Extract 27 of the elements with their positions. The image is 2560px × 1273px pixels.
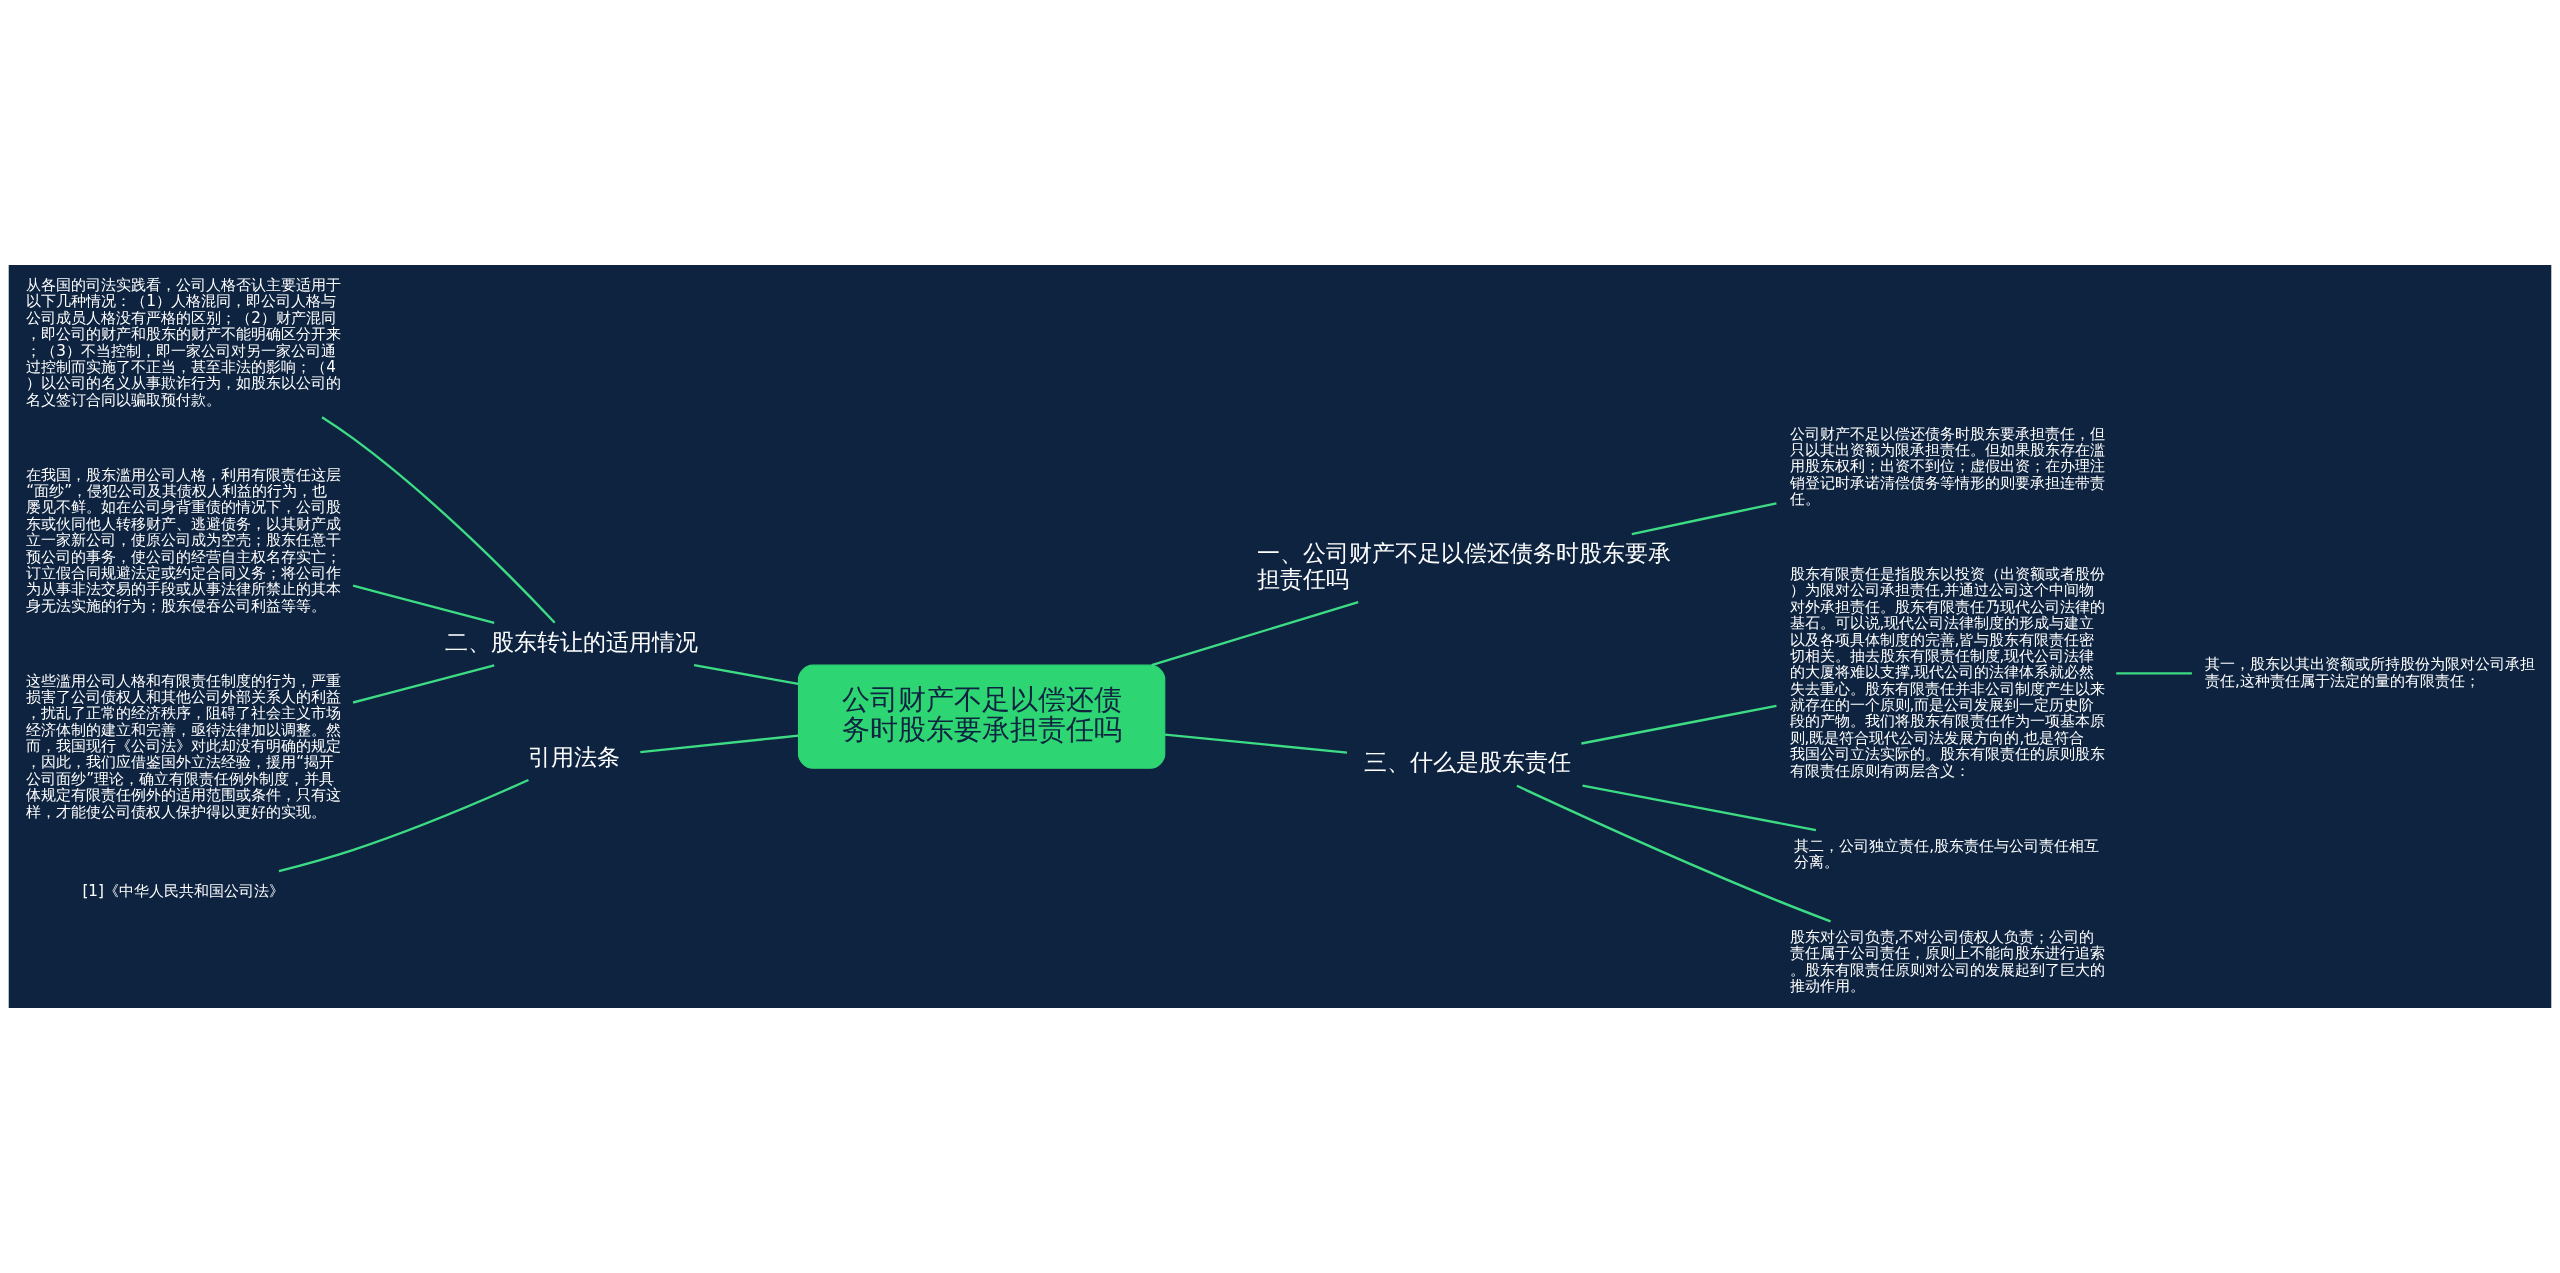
node-text: 三、什么是股东责任 (1363, 748, 1571, 777)
connector (1631, 502, 1777, 536)
connector (352, 664, 495, 704)
connector (1516, 784, 1831, 923)
connector (321, 416, 556, 624)
connector (352, 584, 495, 625)
connector (1164, 733, 1348, 754)
node-text: 在我国，股东滥用公司人格，利用有限责任这层“面纱”，侵犯公司及其债权人利益的行为，也屡见不鲜。如在公司身背重债的情况下，公司股东或伙同他人转移财产、逃避债务，以其财产成立一家新公司，使原公司成为空壳；股东任意干预公司的事务，使公司的经营自主权名存实亡；订立假合同规避法定或约定合同义务；将公司作为从事非法交易的手段或从事法律所禁止的其本身无法实施的行为；股东侵吞公司利益等等。 (26, 465, 342, 615)
node-text: 股东对公司负责,不对公司债权人负责；公司的责任属于公司责任，原则上不能向股东进行追索。股东有限责任原则对公司的发展起到了巨大的推动作用。 (1789, 927, 2105, 995)
node-text: 其二，公司独立责任,股东责任与公司责任相互分离。 (1794, 836, 2100, 871)
node-text: 引用法条 (527, 742, 620, 771)
node-text: 从各国的司法实践看，公司人格否认主要适用于以下几种情况：（1）人格混同，即公司人格与公司成员人格没有严格的区别；（2）财产混同，即公司的财产和股东的财产不能明确区分开来；（3）不当控制，即一家公司对另一家公司通过控制而实施了不正当，甚至非法的影响；（4）以公司的名义从事欺诈行为，如股东以公司的名义签订合同以骗取预付款。 (26, 276, 342, 409)
connector (693, 664, 799, 686)
connector (1582, 784, 1817, 832)
connector (1151, 600, 1359, 667)
node-text: 这些滥用公司人格和有限责任制度的行为，严重损害了公司债权人和其他公司外部关系人的利益，扰乱了正常的经济秩序，阻碍了社会主义市场经济体制的建立和完善，亟待法律加以调整。然而，我国现行《公司法》对此却没有明确的规定，因此，我们应借鉴国外立法经验，援用“揭开公司面纱”理论，确立有限责任例外制度，并具体规定有限责任例外的适用范围或条件，只有这样，才能使公司债权人保护得以更好的实现。 (26, 671, 342, 821)
node-text: 股东有限责任是指股东以投资（出资额或者股份）为限对公司承担责任,并通过公司这个中间物对外承担责任。股东有限责任乃现代公司法律的基石。可以说,现代公司法律制度的形成与建立以及各项具体制度的完善,皆与股东有限责任密切相关。抽去股东有限责任制度,现代公司法律的大厦将难以支撑,现代公司的法律体系就必然失去重心。股东有限责任并非公司制度产生以来就存在的一个原则,而是公司发展到一定历史阶段的产物。我们将股东有限责任作为一项基本原则,既是符合现代公司法发展方向的,也是符合我国公司立法实际的。股东有限责任的原则股东有限责任原则有两层含义： (1789, 565, 2105, 780)
node-text: 一、公司财产不足以偿还债务时股东要承担责任吗 (1257, 539, 1672, 593)
connector (640, 734, 799, 754)
connector (2116, 672, 2192, 675)
node-text: 二、股东转让的适用情况 (445, 627, 699, 656)
node-text: 公司财产不足以偿还债务时股东要承担责任，但只以其出资额为限承担责任。但如果股东存在滥用股东权利；出资不到位；虚假出资；在办理注销登记时承诺清偿债务等情形的则要承担连带责任。 (1789, 424, 2105, 509)
connector (278, 778, 529, 873)
node-text: [1]《中华人民共和国公司法》 (82, 882, 284, 901)
connector (1581, 704, 1777, 745)
node-box: 公司财产不足以偿还债务时股东要承担责任吗 (797, 664, 1166, 769)
node-text: 其一，股东以其出资额或所持股份为限对公司承担责任,这种责任属于法定的量的有限责任； (2204, 655, 2535, 690)
